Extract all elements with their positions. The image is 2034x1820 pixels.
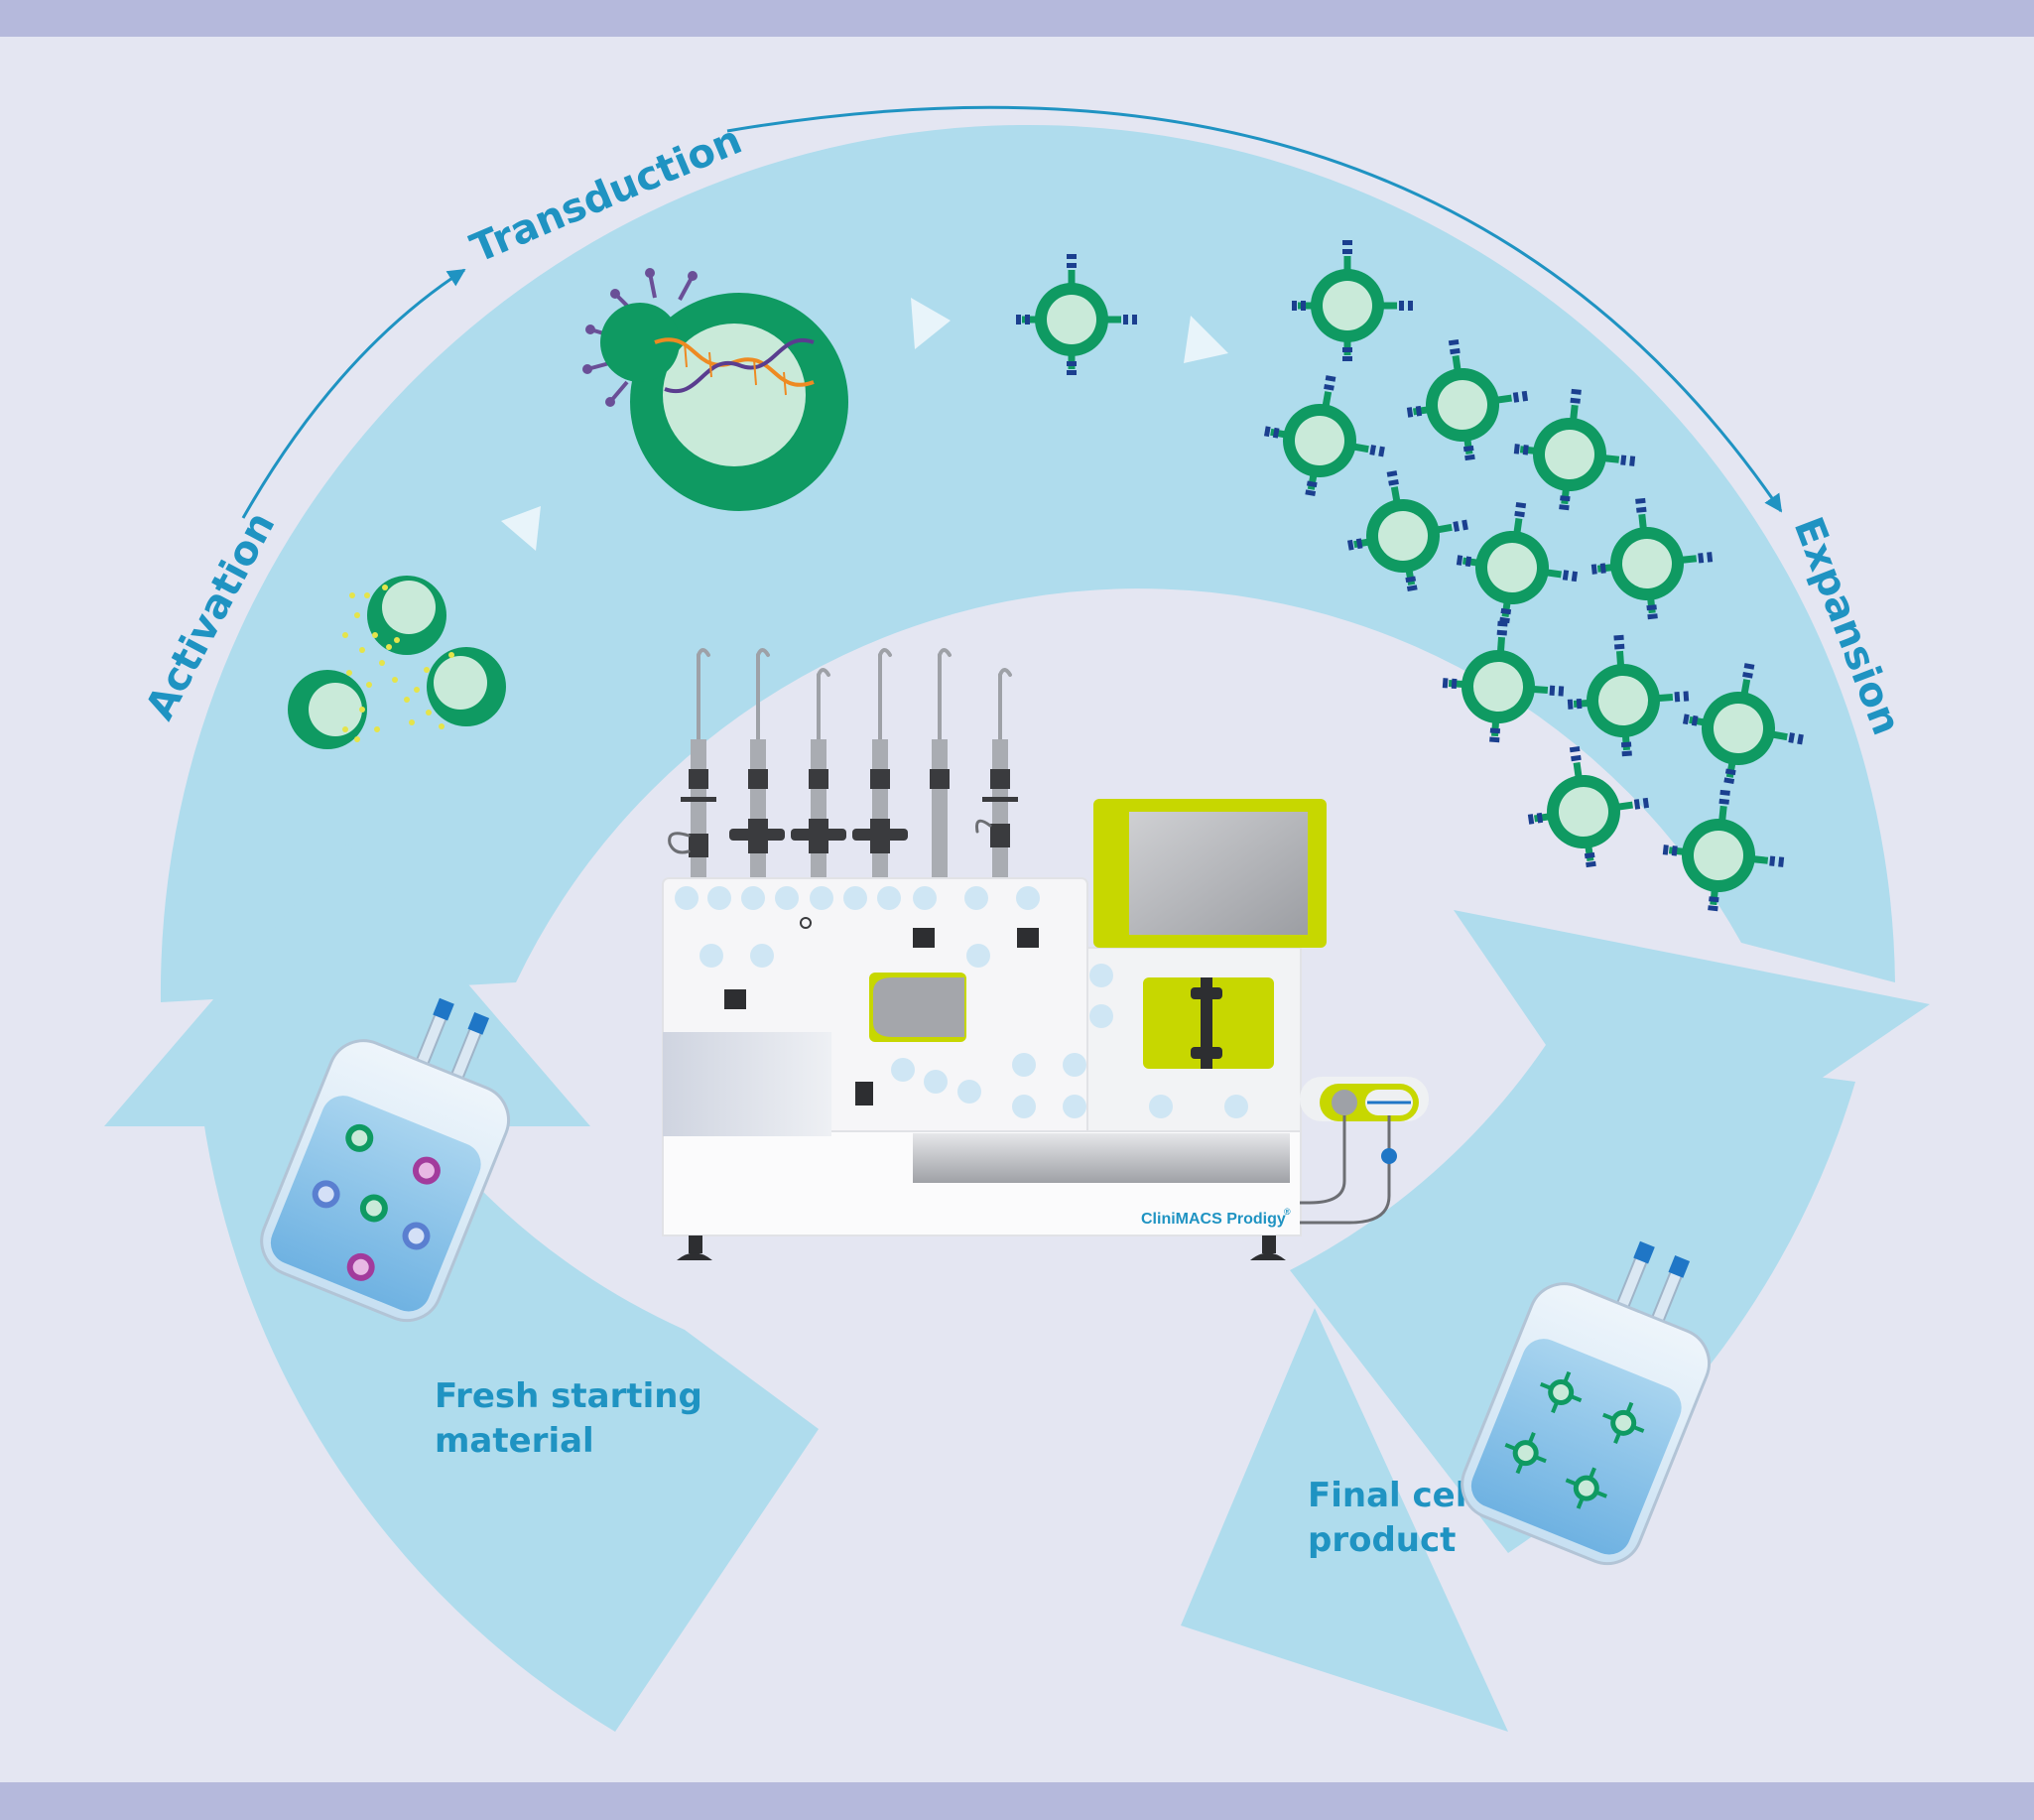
tubing-rods: [668, 648, 1018, 878]
top-band: [0, 0, 2034, 37]
top-ring-segment: [160, 124, 1896, 1003]
device-feet: [677, 1235, 1286, 1260]
activation-cells-icon: [288, 576, 506, 749]
cell-processing-device-icon: CliniMACS Prodigy ®: [662, 648, 1429, 1260]
fresh-material-bag-icon: [260, 997, 510, 1323]
device-clamps: [724, 928, 1039, 1105]
final-product-label-line1: Final cell: [1308, 1476, 1478, 1515]
virus-icon: [582, 268, 698, 407]
activation-arrow: [241, 268, 466, 519]
dna-icon: [654, 337, 815, 396]
fresh-material-label-line2: material: [435, 1421, 594, 1461]
valve-dots: [675, 886, 1248, 1118]
bottom-ring-arrowhead-icon: [1181, 1308, 1508, 1732]
device-drawer: [663, 1032, 831, 1136]
device-brand-reg: ®: [1284, 1207, 1291, 1217]
stage-pointer-triangles: [501, 298, 1228, 551]
fresh-material-label-line1: Fresh starting: [435, 1376, 702, 1416]
final-product-bag-icon: [1461, 1240, 1711, 1566]
process-cycle-ring: [104, 124, 1930, 1732]
device-brand-label: CliniMACS Prodigy: [1141, 1211, 1286, 1228]
device-tray: [913, 1133, 1290, 1183]
bottom-band: [0, 1782, 2034, 1820]
final-product-label-line2: product: [1308, 1520, 1456, 1560]
right-ring-arrowhead-icon: [1454, 910, 1930, 1196]
transduction-expansion-arrow: [726, 105, 1783, 513]
